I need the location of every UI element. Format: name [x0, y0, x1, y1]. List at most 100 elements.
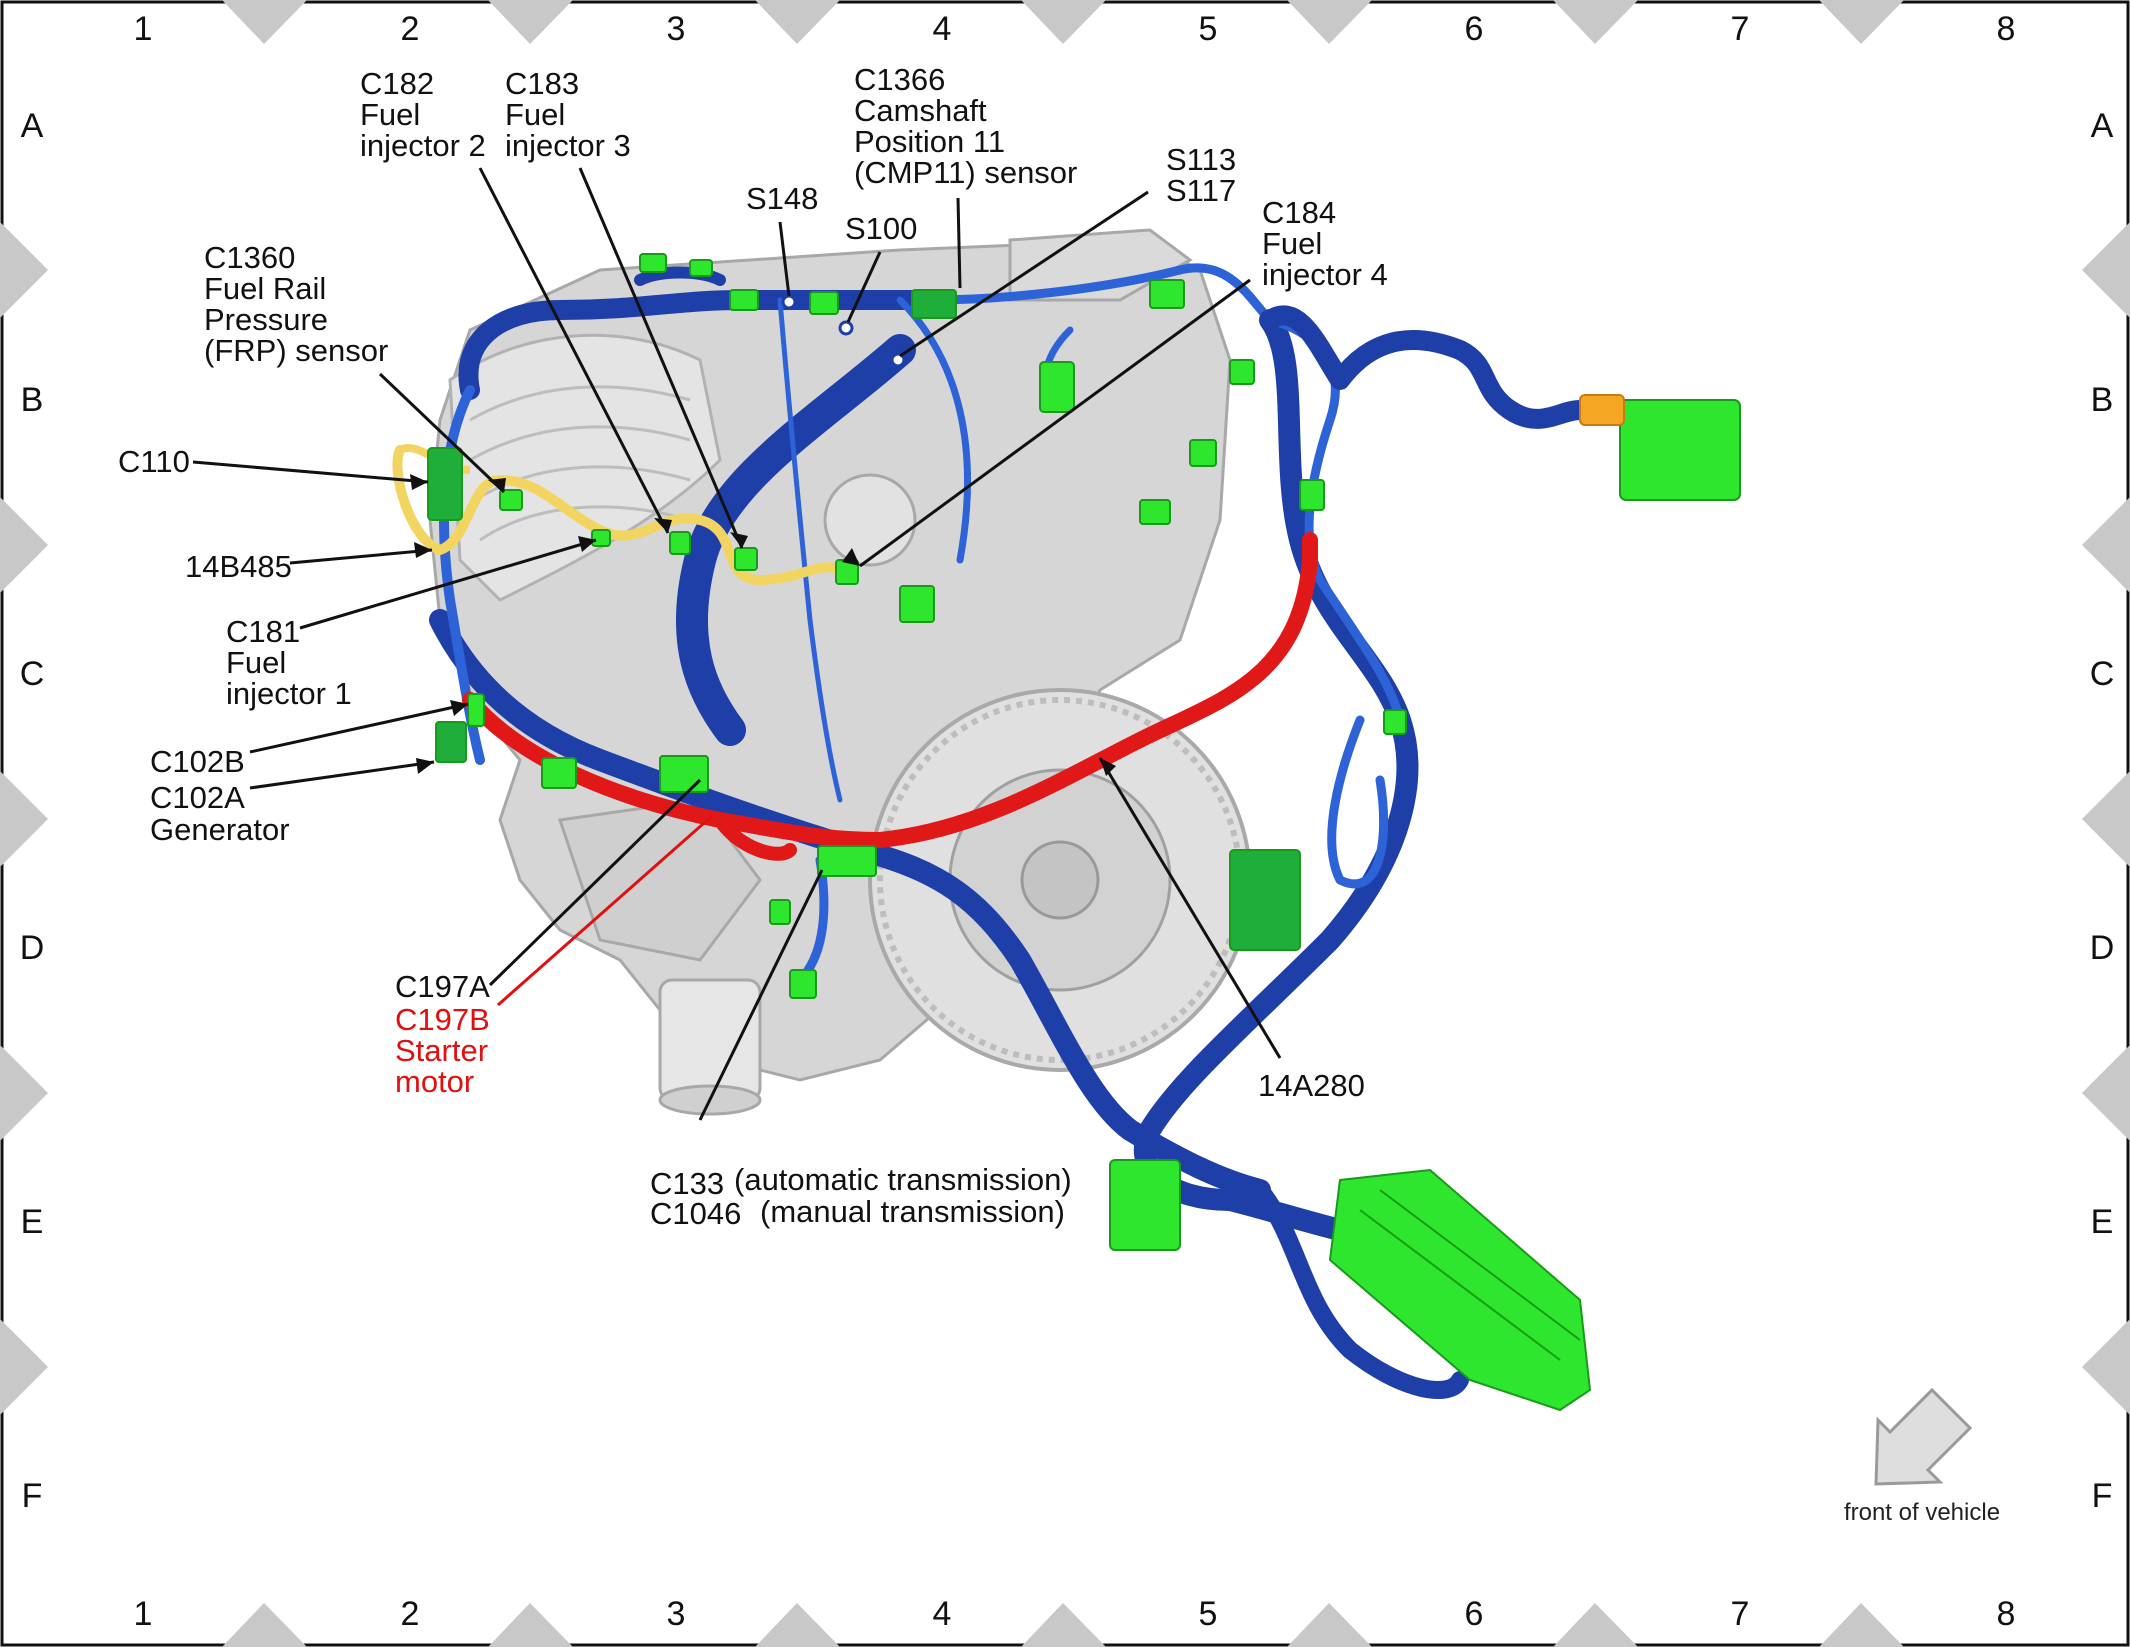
grid-row-label: E: [21, 1203, 44, 1241]
leader-lines: [192, 167, 1282, 1121]
wiring-harness-14A280: [429, 263, 1590, 1399]
label-line: motor: [395, 1064, 474, 1099]
grid-row-label: A: [21, 107, 44, 145]
connector-c1366: [911, 289, 957, 319]
callout-c1046: C1046 (manual transmission): [650, 1194, 1065, 1231]
label-line: (FRP) sensor: [204, 333, 388, 368]
grid-col-label: 3: [667, 1595, 686, 1633]
grid-col-label: 3: [667, 10, 686, 48]
connector-pcm-top: [1619, 399, 1741, 501]
splice-s100: [838, 320, 854, 336]
grid-col-label: 5: [1199, 1595, 1218, 1633]
grid-col-label: 6: [1465, 1595, 1484, 1633]
leader-arrowheads: [410, 474, 1116, 776]
callout-c181: C181 Fuel injector 1: [226, 614, 352, 711]
harness-lower-run: [429, 609, 1271, 1201]
grid-col-label: 1: [134, 10, 153, 48]
grid-row-label: F: [2092, 1477, 2113, 1515]
label-line: C133: [650, 1166, 724, 1201]
label-line: injector 2: [360, 128, 486, 163]
label-line: Fuel: [505, 97, 565, 132]
splice-s148: [781, 294, 797, 310]
label-line: injector 4: [1262, 257, 1388, 292]
front-arrow-icon: [1874, 1387, 1973, 1486]
connector-c181: [591, 529, 611, 547]
label-line: S148: [746, 181, 818, 216]
label-line: C1366: [854, 62, 945, 97]
connectors: [427, 253, 1741, 1412]
grid-column-labels-bottom: 1 2 3 4 5 6 7 8: [134, 1595, 2016, 1633]
callout-s148: S148: [746, 181, 818, 216]
callout-c1360: C1360 Fuel Rail Pressure (FRP) sensor: [204, 240, 388, 368]
label-line: C182: [360, 66, 434, 101]
harness-diagonal: [675, 334, 916, 746]
label-line: (CMP11) sensor: [854, 155, 1077, 190]
grid-row-label: E: [2091, 1203, 2114, 1241]
grid-row-label: D: [20, 929, 45, 967]
oil-filter: [658, 978, 762, 1102]
callout-c197b: C197B Starter motor: [395, 1002, 490, 1099]
callout-c102a: C102A Generator: [150, 780, 290, 847]
leader-line-c197b: [497, 814, 713, 1007]
label-line: injector 3: [505, 128, 631, 163]
connector-c197a: [659, 755, 709, 793]
grid-col-label: 1: [134, 1595, 153, 1633]
engine-block-illustration: [428, 228, 1252, 1116]
grid-row-label: C: [2090, 655, 2115, 693]
label-line: S100: [845, 211, 917, 246]
grid-col-label: 2: [401, 10, 420, 48]
front-of-vehicle-label: front of vehicle: [1844, 1499, 2000, 1526]
grid-row-label: B: [2091, 381, 2114, 419]
front-of-vehicle-indicator: front of vehicle: [1844, 1387, 2000, 1526]
label-line: Fuel: [226, 645, 286, 680]
label-line: C184: [1262, 195, 1336, 230]
label-line: C197B: [395, 1002, 490, 1037]
label-line: S117: [1166, 173, 1236, 208]
harness-trunk-top: [458, 289, 940, 400]
grid-col-label: 4: [933, 1595, 952, 1633]
grid-row-label: D: [2090, 929, 2115, 967]
grid-col-label: 8: [1997, 1595, 2016, 1633]
label-line: Pressure: [204, 302, 328, 337]
connector-c133: [817, 845, 877, 877]
connector-lower-left: [1109, 1159, 1181, 1251]
grid-col-label: 8: [1997, 10, 2016, 48]
label-line: C1046: [650, 1196, 741, 1231]
grid-col-label: 5: [1199, 10, 1218, 48]
label-line: 14A280: [1258, 1068, 1365, 1103]
label-line: injector 1: [226, 676, 352, 711]
connector-c1360: [499, 489, 523, 511]
connector-c183: [734, 547, 758, 571]
connector-s148-area: [729, 289, 759, 311]
connector-c110: [427, 447, 463, 521]
grid-row-labels-left: A B C D E F: [20, 107, 45, 1515]
label-line: S113: [1166, 142, 1236, 177]
splice-markers: [781, 294, 906, 368]
connector-c102b: [467, 693, 485, 727]
grid-row-label: C: [20, 655, 45, 693]
label-line: Camshaft: [854, 93, 987, 128]
label-line: Fuel: [360, 97, 420, 132]
callout-c133: C133 (automatic transmission): [650, 1162, 1072, 1201]
callout-c1366: C1366 Camshaft Position 11 (CMP11) senso…: [854, 62, 1077, 190]
callout-14a280: 14A280: [1258, 1068, 1365, 1103]
grid-col-label: 2: [401, 1595, 420, 1633]
label-line: C197A: [395, 969, 490, 1004]
grid-row-label: B: [21, 381, 44, 419]
grid-row-label: F: [22, 1477, 43, 1515]
grid-row-label: A: [2091, 107, 2114, 145]
label-line: Starter: [395, 1033, 488, 1068]
grid-column-labels-top: 1 2 3 4 5 6 7 8: [134, 10, 2016, 48]
label-line: C102A: [150, 780, 245, 815]
grid-col-label: 6: [1465, 10, 1484, 48]
callout-14b485: 14B485: [185, 549, 292, 584]
label-line: Generator: [150, 812, 290, 847]
label-line: Fuel Rail: [204, 271, 326, 306]
label-line: Position 11: [854, 124, 1005, 159]
callout-c197a: C197A: [395, 969, 490, 1004]
callout-c183: C183 Fuel injector 3: [505, 66, 631, 163]
callout-s100: S100: [845, 211, 917, 246]
label-line: C102B: [150, 744, 245, 779]
